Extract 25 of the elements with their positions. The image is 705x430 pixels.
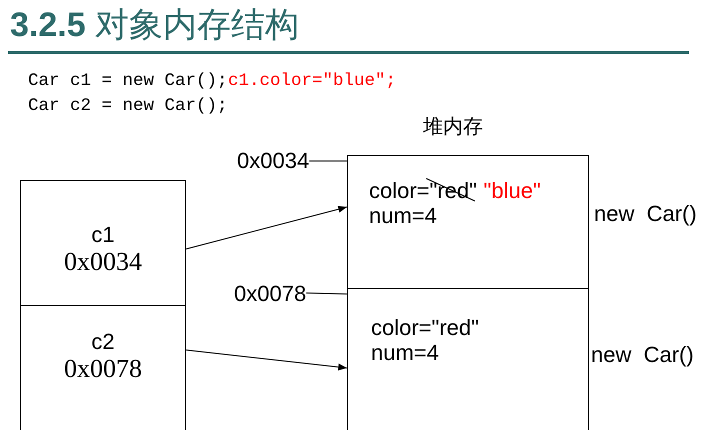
- field-text: num=4: [371, 340, 439, 365]
- address-label: 0x0034: [237, 148, 310, 174]
- object-box: [347, 155, 589, 289]
- variable-name: c2: [91, 329, 115, 354]
- code-text: Car c2 = new Car();: [28, 95, 228, 118]
- code-text: Car c1 = new Car();: [28, 70, 228, 93]
- field-text: num=4: [369, 203, 437, 228]
- address-value: 0x0078: [64, 354, 142, 383]
- leader-line: [306, 292, 348, 294]
- stack-slot: [20, 180, 186, 306]
- variable-name: c1: [91, 222, 115, 247]
- address-value: 0x0034: [64, 247, 142, 276]
- leader-line: [308, 160, 348, 162]
- arrow: [186, 206, 348, 250]
- slide-title: 3.2.5 对象内存结构: [10, 5, 300, 46]
- arrow: [186, 350, 348, 370]
- region-label: 堆内存: [423, 115, 483, 139]
- annotation-text: new Car(): [591, 342, 694, 367]
- object-box: [347, 288, 589, 430]
- code-text: c1.color="blue";: [228, 70, 396, 93]
- new-value-text: "blue": [484, 178, 541, 203]
- address-label: 0x0078: [234, 281, 306, 307]
- annotation-text: new Car(): [594, 201, 697, 226]
- field-text: color="red": [371, 315, 479, 340]
- stack-slot: [20, 305, 186, 430]
